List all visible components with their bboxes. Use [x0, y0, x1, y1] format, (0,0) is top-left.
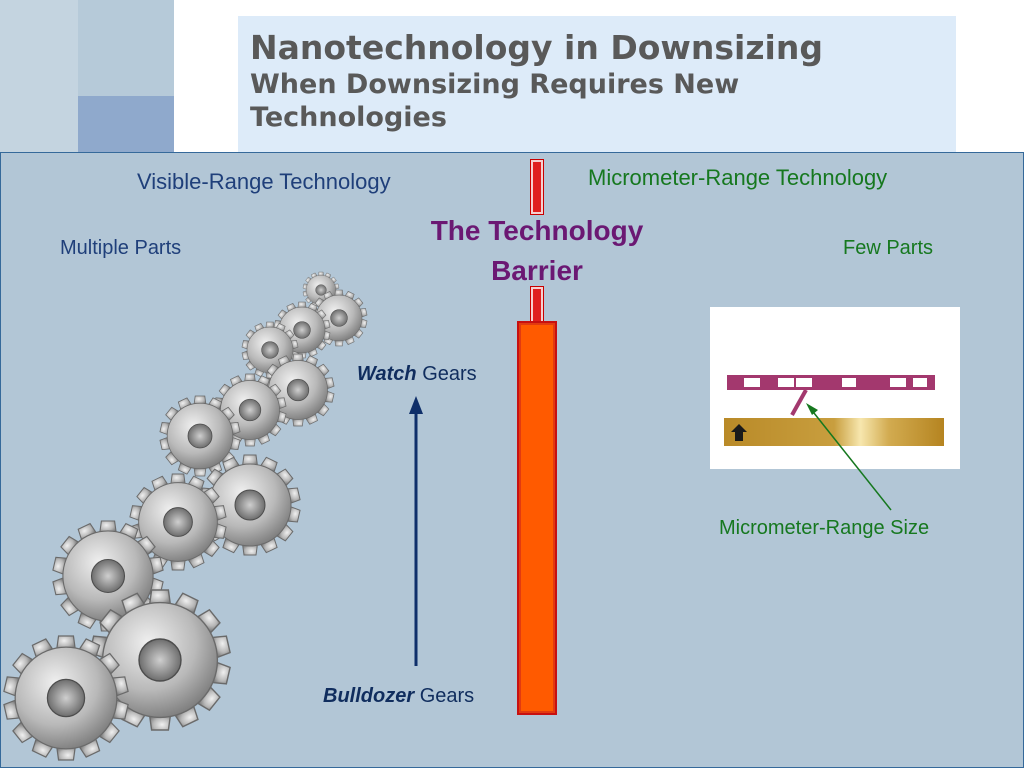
- up-arrow-icon: [409, 396, 423, 666]
- decor-block: [78, 96, 174, 152]
- decor-block: [0, 0, 78, 152]
- bulldozer-emphasis: Bulldozer: [323, 685, 415, 707]
- decor-block: [78, 0, 174, 96]
- watch-emphasis: Watch: [357, 363, 417, 385]
- technology-barrier-label: The Technology Barrier: [430, 215, 644, 286]
- gear-icon: [2, 635, 130, 761]
- micrometer-range-label: Micrometer-Range Technology: [588, 165, 888, 190]
- micro-device-image: [710, 307, 960, 469]
- bulldozer-gears-text: Gears: [419, 685, 475, 707]
- visible-range-label: Visible-Range Technology: [137, 169, 391, 194]
- title-box: Nanotechnology in Downsizing When Downsi…: [238, 16, 956, 152]
- few-parts-label: Few Parts: [843, 237, 934, 259]
- multiple-parts-label: Multiple Parts: [60, 237, 182, 259]
- bulldozer-gears-label: Bulldozer Gears: [323, 685, 474, 708]
- gear-icon: [199, 454, 301, 556]
- micrometer-size-label: Micrometer-Range Size: [719, 517, 930, 539]
- slide-subtitle: When Downsizing Requires New Technologie…: [250, 69, 740, 133]
- barrier-bar-top: [530, 159, 544, 215]
- pointer-arrow-icon: [806, 403, 892, 511]
- slide-title: Nanotechnology in Downsizing: [250, 28, 823, 67]
- watch-gears-label: Watch Gears: [357, 363, 477, 386]
- watch-gears-text: Gears: [422, 363, 477, 385]
- barrier-bar: [517, 321, 557, 715]
